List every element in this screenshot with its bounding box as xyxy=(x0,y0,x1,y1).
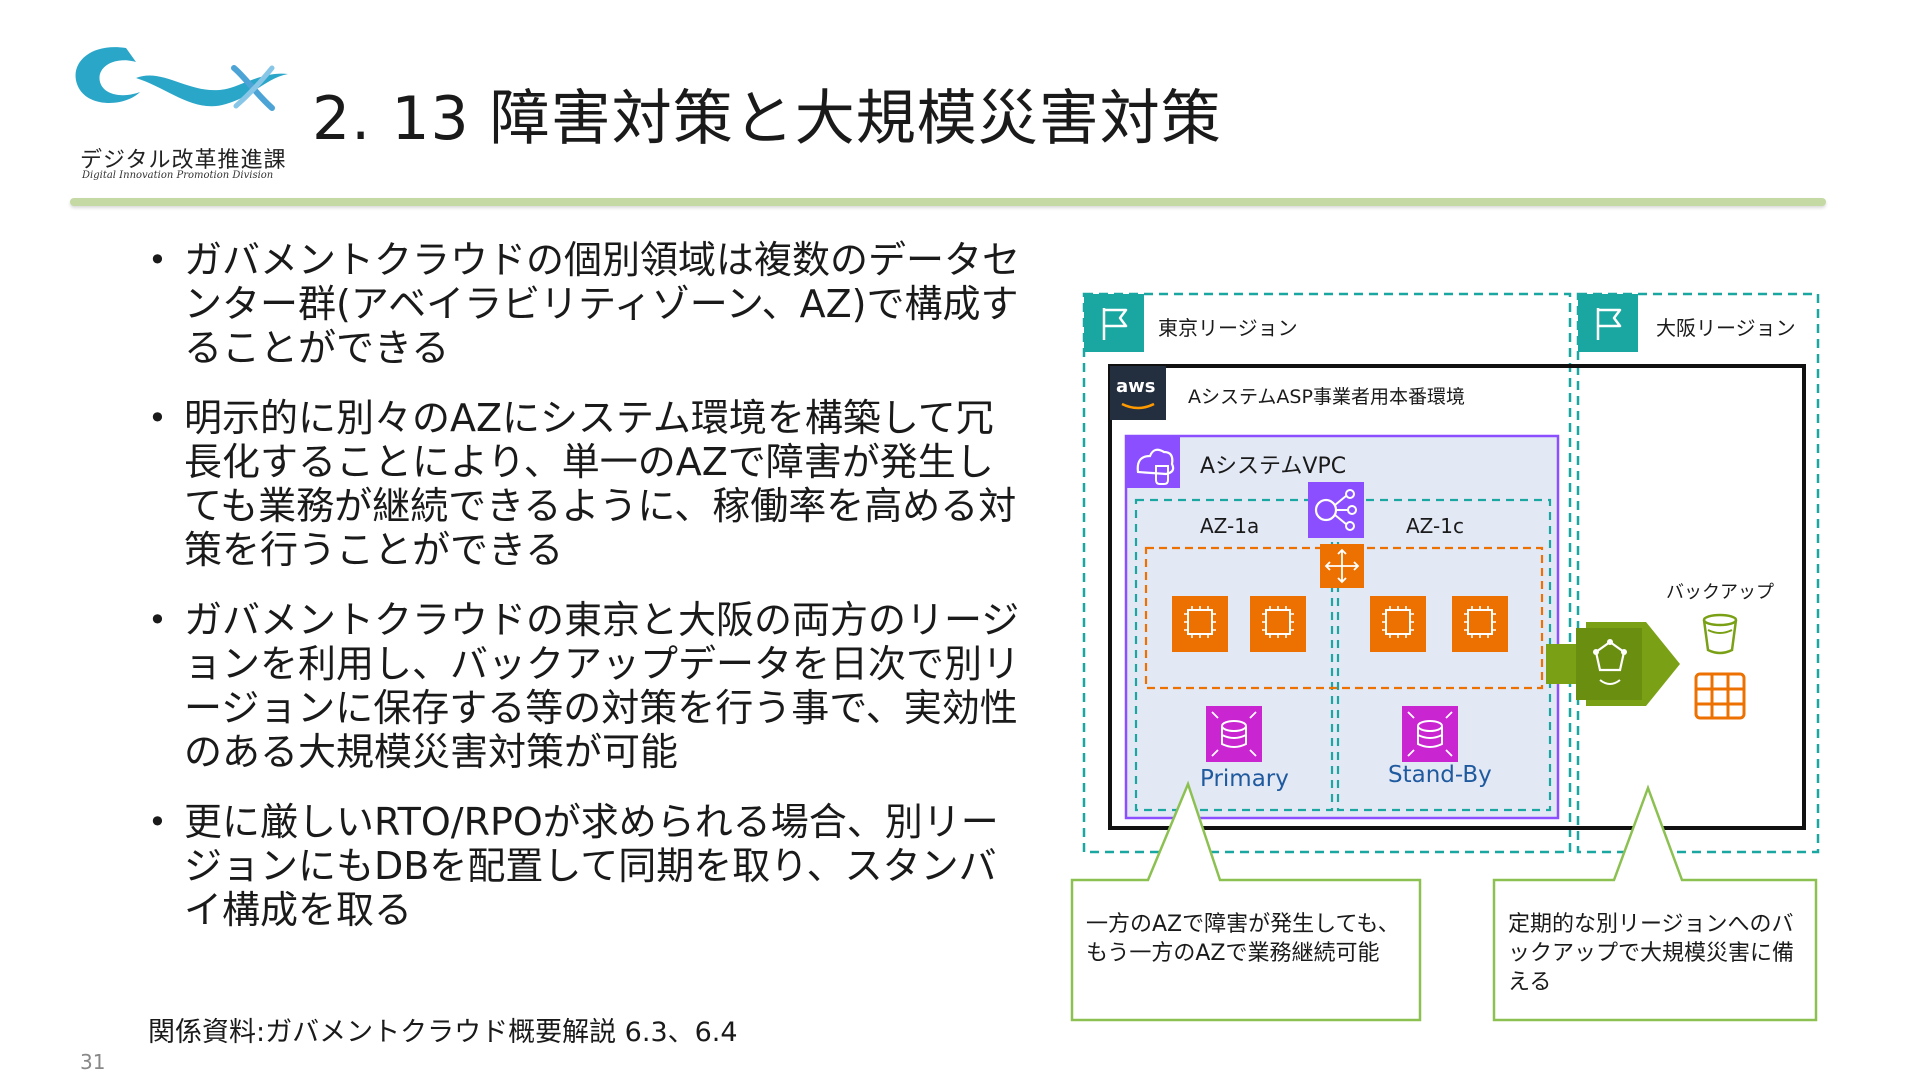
page-number: 31 xyxy=(80,1050,106,1074)
tokyo-region-label: 東京リージョン xyxy=(1158,316,1298,340)
bullet-dot-icon: • xyxy=(148,601,167,639)
wave-logo-icon xyxy=(75,47,288,111)
tokyo-region-box xyxy=(1082,292,1572,854)
ec2-icon xyxy=(1370,596,1426,652)
bullet-item: • ガバメントクラウドの個別領域は複数のデータセンター群(アベイラビリティゾーン、… xyxy=(148,238,1028,370)
logo-subtitle: Digital Innovation Promotion Division xyxy=(82,170,274,181)
callout-left-box xyxy=(1070,780,1422,1022)
ec2-icon xyxy=(1452,596,1508,652)
vpc-label: AシステムVPC xyxy=(1200,454,1347,479)
bullet-dot-icon: • xyxy=(148,241,167,279)
bullet-text: 明示的に別々のAZにシステム環境を構築して冗長化することにより、単一のAZで障害… xyxy=(184,396,1017,572)
logo: デジタル改革推進課 Digital Innovation Promotion D… xyxy=(66,38,296,188)
elb-icon xyxy=(1308,482,1364,538)
region-flag-icon xyxy=(1578,294,1638,352)
bullet-dot-icon: • xyxy=(148,399,167,437)
slide-title: 2. 13 障害対策と大規模災害対策 xyxy=(312,84,1222,154)
primary-label: Primary xyxy=(1200,766,1289,792)
vpc-icon xyxy=(1126,436,1180,488)
s3-bucket-icon xyxy=(1702,613,1738,655)
architecture-diagram: 東京リージョン 大阪リージョン aws AシステムASP事業者用本番環境 Aシス… xyxy=(1070,288,1830,1028)
bullet-item: • 明示的に別々のAZにシステム環境を構築して冗長化することにより、単一のAZで障… xyxy=(148,396,1028,572)
rds-icon xyxy=(1206,706,1262,762)
callout-left-text: 一方のAZで障害が発生しても、もう一方のAZで業務継続可能 xyxy=(1086,912,1400,966)
diagram-canvas xyxy=(1070,292,1820,1022)
logo-name: デジタル改革推進課 xyxy=(80,148,287,173)
bullet-text: ガバメントクラウドの東京と大阪の両方のリージョンを利用し、バックアップデータを日… xyxy=(184,598,1021,774)
environment-box xyxy=(1108,364,1806,830)
az-1c-label: AZ-1c xyxy=(1406,514,1464,538)
aws-logo-icon xyxy=(1110,366,1166,420)
bullet-item: • ガバメントクラウドの東京と大阪の両方のリージョンを利用し、バックアップデータを… xyxy=(148,598,1028,774)
region-flag-icon xyxy=(1084,294,1144,352)
osaka-region-label: 大阪リージョン xyxy=(1656,316,1796,340)
storage-gateway-icon xyxy=(1694,672,1746,720)
callout-right-box xyxy=(1492,784,1818,1022)
backup-arrow xyxy=(1546,622,1680,706)
title-divider xyxy=(70,198,1826,206)
rds-icon xyxy=(1402,706,1458,762)
az-1a-label: AZ-1a xyxy=(1200,514,1260,538)
environment-label: AシステムASP事業者用本番環境 xyxy=(1188,386,1465,408)
osaka-region-box xyxy=(1576,292,1820,854)
callout-right-text: 定期的な別リージョンへのバックアップで大規模災害に備える xyxy=(1508,912,1795,995)
bullet-item: • 更に厳しいRTO/RPOが求められる場合、別リージョンにもDBを配置して同期を… xyxy=(148,800,1028,932)
bullet-text: ガバメントクラウドの個別領域は複数のデータセンター群(アベイラビリティゾーン、A… xyxy=(184,238,1021,370)
bullet-text: 更に厳しいRTO/RPOが求められる場合、別リージョンにもDBを配置して同期を取… xyxy=(184,800,999,932)
aws-logo-text: aws xyxy=(1116,376,1156,397)
reference-note: 関係資料:ガバメントクラウド概要解説 6.3、6.4 xyxy=(148,1017,738,1048)
backup-label: バックアップ xyxy=(1666,582,1774,603)
bullet-list: • ガバメントクラウドの個別領域は複数のデータセンター群(アベイラビリティゾーン、… xyxy=(148,238,1028,958)
backup-icon xyxy=(1576,628,1642,700)
standby-label: Stand-By xyxy=(1388,762,1492,788)
bullet-dot-icon: • xyxy=(148,803,167,841)
ec2-icon xyxy=(1250,596,1306,652)
az-1a-box xyxy=(1134,498,1334,812)
ec2-icon xyxy=(1172,596,1228,652)
nat-icon xyxy=(1320,544,1364,588)
